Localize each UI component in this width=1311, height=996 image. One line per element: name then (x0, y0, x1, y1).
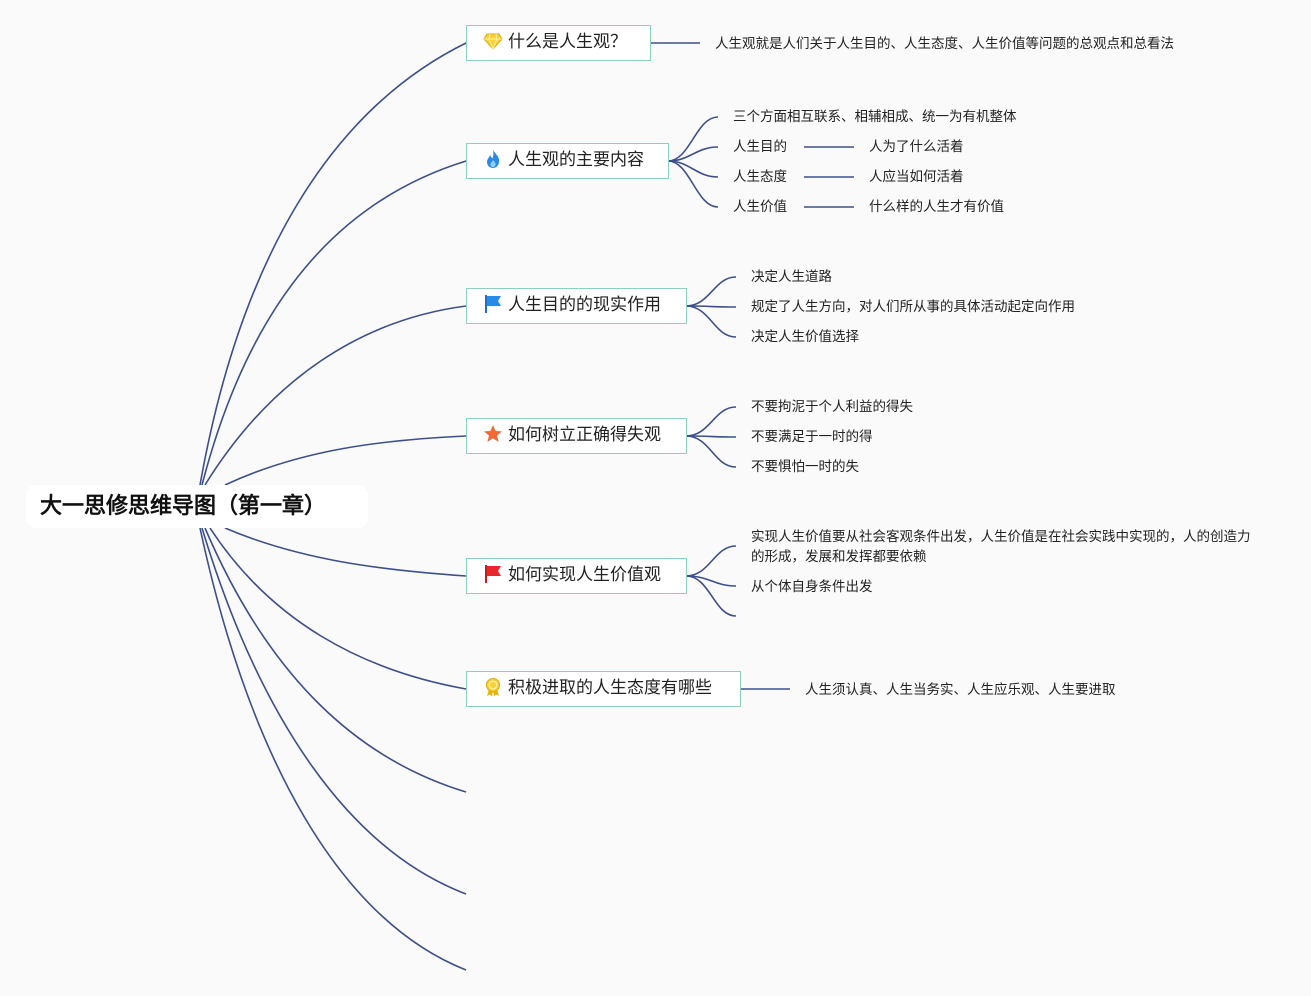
topic-label: 人生观的主要内容 (508, 150, 644, 170)
leaf-life-attitude: 人生态度 (733, 169, 787, 185)
leaf-attitudes: 人生须认真、人生当务实、人生应乐观、人生要进取 (805, 682, 1116, 698)
leaf-not-afraid: 不要惧怕一时的失 (751, 459, 859, 475)
topic-label: 积极进取的人生态度有哪些 (508, 678, 712, 698)
leaf-life-value-detail: 什么样的人生才有价值 (869, 199, 1004, 215)
leaf-life-purpose-detail: 人为了什么活着 (869, 139, 964, 155)
leaf-definition: 人生观就是人们关于人生目的、人生态度、人生价值等问题的总观点和总看法 (715, 36, 1174, 52)
leaf-life-attitude-detail: 人应当如何活着 (869, 169, 964, 185)
topic-main-content[interactable]: 人生观的主要内容 (466, 143, 669, 179)
leaf-not-stuck: 不要拘泥于个人利益的得失 (751, 399, 913, 415)
leaf-decide-road: 决定人生道路 (751, 269, 832, 285)
leaf-direction: 规定了人生方向，对人们所从事的具体活动起定向作用 (751, 299, 1075, 315)
topic-gain-loss[interactable]: 如何树立正确得失观 (466, 418, 687, 454)
leaf-life-value: 人生价值 (733, 199, 787, 215)
leaf-not-satisfied: 不要满足于一时的得 (751, 429, 873, 445)
topic-label: 什么是人生观？ (508, 32, 627, 52)
diamond-icon (483, 31, 503, 51)
leaf-social-conditions: 实现人生价值要从社会客观条件出发，人生价值是在社会实践中实现的，人的创造力的形成… (751, 529, 1251, 565)
leaf-unity: 三个方面相互联系、相辅相成、统一为有机整体 (733, 109, 1017, 125)
leaf-value-choice: 决定人生价值选择 (751, 329, 859, 345)
red-flag-icon (483, 564, 503, 584)
blue-flag-icon (483, 294, 503, 314)
topic-label: 如何树立正确得失观 (508, 425, 661, 445)
root-topic[interactable]: 大一思修思维导图（第一章） (26, 485, 368, 528)
topic-purpose-role[interactable]: 人生目的的现实作用 (466, 288, 687, 324)
topic-label: 人生目的的现实作用 (508, 295, 661, 315)
root-topic-label: 大一思修思维导图（第一章） (40, 494, 327, 519)
star-icon (483, 424, 503, 444)
flame-icon (483, 149, 503, 169)
topic-what-is-outlook-on-life[interactable]: 什么是人生观？ (466, 25, 651, 61)
topic-realize-value[interactable]: 如何实现人生价值观 (466, 558, 687, 594)
leaf-individual-conditions: 从个体自身条件出发 (751, 579, 873, 595)
medal-icon (483, 677, 503, 697)
topic-label: 如何实现人生价值观 (508, 565, 661, 585)
leaf-life-purpose: 人生目的 (733, 139, 787, 155)
topic-positive-attitude[interactable]: 积极进取的人生态度有哪些 (466, 671, 741, 707)
